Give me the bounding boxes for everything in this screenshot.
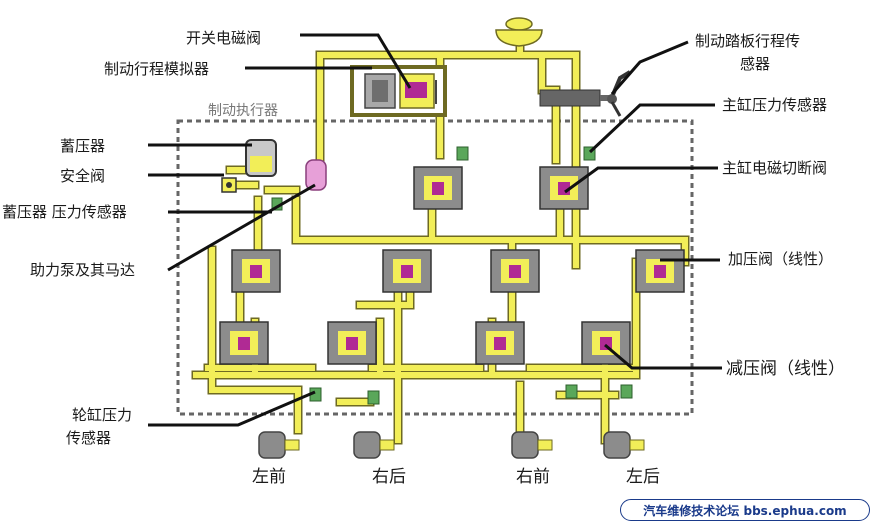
decrease-valve-fr <box>475 321 525 365</box>
master-cylinder <box>539 89 612 107</box>
label-switch-solenoid: 开关电磁阀 <box>186 29 261 47</box>
label-pedal-sensor-2: 感器 <box>740 55 770 73</box>
label-wheel-front-right: 右前 <box>516 467 550 487</box>
label-brake-actuator: 制动执行器 <box>208 103 278 119</box>
wheel-pressure-sensor-icon-fr <box>565 384 578 399</box>
forum-watermark: 汽车维修技术论坛 bbs.ephua.com <box>620 499 870 521</box>
caliper-rr-icon <box>353 431 395 459</box>
label-pump-motor: 助力泵及其马达 <box>30 261 135 279</box>
pump-motor-icon <box>305 159 327 191</box>
label-master-cutoff-solenoid: 主缸电磁切断阀 <box>722 159 827 177</box>
label-safety-valve: 安全阀 <box>60 167 105 185</box>
leader-lines <box>148 33 722 427</box>
brake-fluid-reservoir <box>495 17 543 47</box>
label-master-pressure-sensor: 主缸压力传感器 <box>722 96 827 114</box>
label-accumulator: 蓄压器 <box>60 137 105 155</box>
cutoff-valve-left <box>413 166 463 210</box>
stroke-simulator-block <box>350 65 447 117</box>
caliper-rl-icon <box>603 431 645 459</box>
wheel-pressure-sensor-icon-rl <box>620 384 633 399</box>
label-wheel-rear-left: 左后 <box>626 467 660 487</box>
cutoff-valve-right <box>539 166 589 210</box>
decrease-valve-fl <box>219 321 269 365</box>
caliper-fr-icon <box>511 431 553 459</box>
label-wheel-front-left: 左前 <box>252 467 286 487</box>
caliper-fl-icon <box>258 431 300 459</box>
master-cutoff-valves <box>413 166 589 210</box>
decrease-valve-rl <box>581 321 631 365</box>
label-stroke-simulator: 制动行程模拟器 <box>104 60 209 78</box>
hydraulic-lines-fill <box>193 37 688 443</box>
label-pedal-sensor-1: 制动踏板行程传 <box>695 32 800 50</box>
pressure-increase-valves <box>231 249 685 293</box>
safety-valve-icon <box>221 177 237 193</box>
label-pressure-decrease-valve: 减压阀（线性） <box>726 359 845 379</box>
increase-valve-rr <box>382 249 432 293</box>
increase-valve-rl <box>635 249 685 293</box>
master-pressure-sensor-icon-right <box>583 146 596 161</box>
wheel-pressure-sensor-icon-rr <box>367 390 380 405</box>
accumulator-icon <box>245 139 277 177</box>
decrease-valve-rr <box>327 321 377 365</box>
label-wheel-pressure-sensor-2: 传感器 <box>66 429 111 447</box>
pressure-decrease-valves <box>219 321 631 365</box>
wheel-calipers <box>258 431 645 459</box>
label-accumulator-pressure-sensor: 蓄压器 压力传感器 <box>2 203 127 221</box>
increase-valve-fl <box>231 249 281 293</box>
master-pressure-sensor-icon-left <box>456 146 469 161</box>
pressure-sensors <box>271 146 633 405</box>
actuator-boundary <box>176 119 694 416</box>
label-wheel-pressure-sensor-1: 轮缸压力 <box>72 406 132 424</box>
label-wheel-rear-right: 右后 <box>372 467 406 487</box>
label-pressure-increase-valve: 加压阀（线性） <box>728 250 833 268</box>
increase-valve-fr <box>490 249 540 293</box>
